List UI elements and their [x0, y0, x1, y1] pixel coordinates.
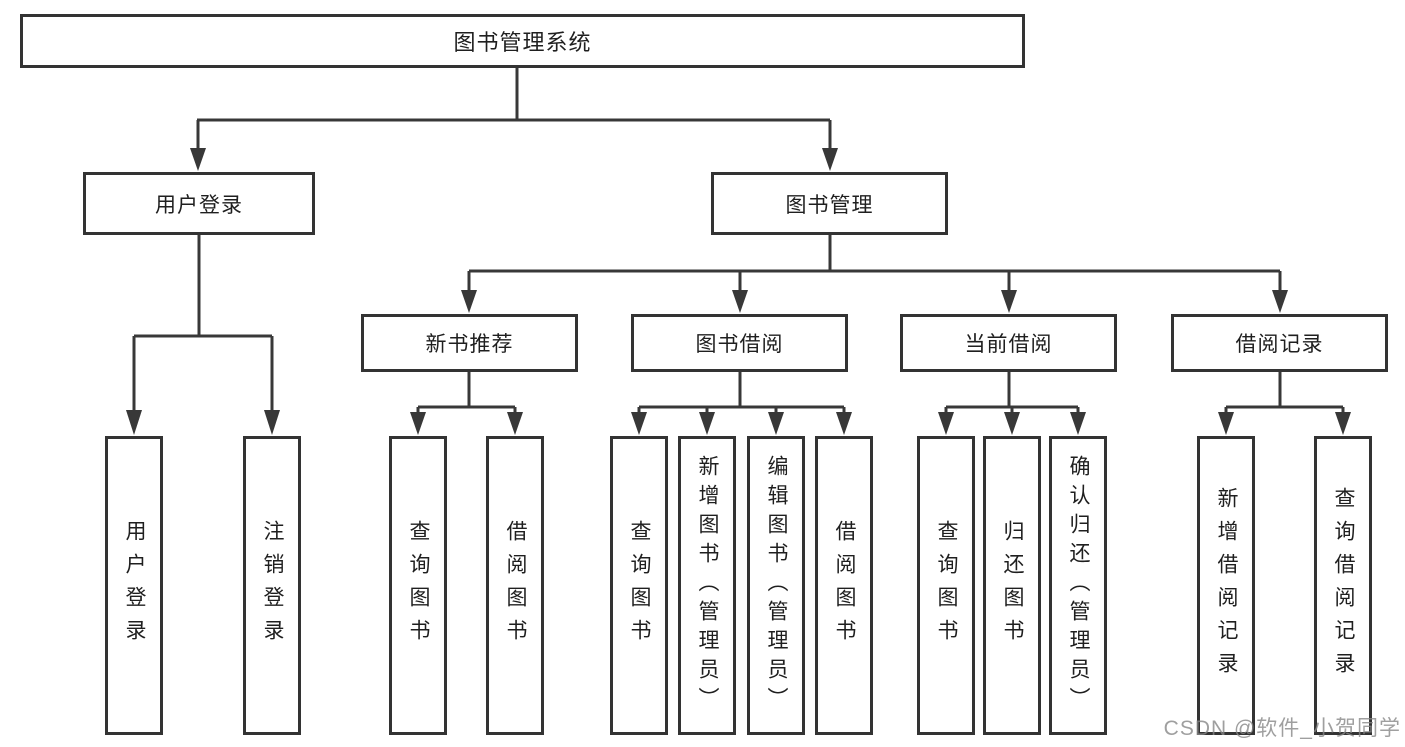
leaf-query-books-current: 查询图书	[917, 436, 975, 735]
leaf-query-books-recommend: 查询图书	[389, 436, 447, 735]
leaf-edit-book-admin: 编辑图书（管理员）	[747, 436, 805, 735]
node-library-system: 图书管理系统	[20, 14, 1025, 68]
node-borrow-records: 借阅记录	[1171, 314, 1388, 372]
leaf-query-borrow-record: 查询借阅记录	[1314, 436, 1372, 735]
leaf-edit-book-admin-label: 编辑图书（管理员）	[765, 455, 788, 716]
connector-new-book-to-leaves	[410, 372, 523, 435]
leaf-borrow-books-recommend-label: 借阅图书	[504, 519, 527, 652]
leaf-query-books-borrowing: 查询图书	[610, 436, 668, 735]
leaf-return-book: 归还图书	[983, 436, 1041, 735]
node-book-borrowing: 图书借阅	[631, 314, 848, 372]
leaf-add-borrow-record: 新增借阅记录	[1197, 436, 1255, 735]
leaf-confirm-return-admin-label: 确认归还（管理员）	[1067, 455, 1090, 716]
leaf-confirm-return-admin: 确认归还（管理员）	[1049, 436, 1107, 735]
leaf-query-books-recommend-label: 查询图书	[407, 519, 430, 652]
leaf-user-login: 用户登录	[105, 436, 163, 735]
leaf-add-borrow-record-label: 新增借阅记录	[1215, 486, 1238, 685]
leaf-borrow-books-borrowing-label: 借阅图书	[833, 519, 856, 652]
leaf-user-login-label: 用户登录	[123, 519, 146, 652]
node-new-book-recommend: 新书推荐	[361, 314, 578, 372]
leaf-logout: 注销登录	[243, 436, 301, 735]
leaf-add-book-admin: 新增图书（管理员）	[678, 436, 736, 735]
connector-book-management-to-level3	[461, 235, 1288, 313]
leaf-query-books-current-label: 查询图书	[935, 519, 958, 652]
node-user-login: 用户登录	[83, 172, 315, 235]
leaf-query-books-borrowing-label: 查询图书	[628, 519, 651, 652]
leaf-borrow-books-recommend: 借阅图书	[486, 436, 544, 735]
leaf-logout-label: 注销登录	[261, 519, 284, 652]
leaf-return-book-label: 归还图书	[1001, 519, 1024, 652]
connector-current-borrowing-to-leaves	[938, 372, 1086, 435]
connector-borrow-records-to-leaves	[1218, 372, 1351, 435]
connector-root-to-level2	[190, 68, 838, 171]
connector-user-login-to-leaves	[126, 235, 280, 435]
leaf-query-borrow-record-label: 查询借阅记录	[1332, 486, 1355, 685]
leaf-add-book-admin-label: 新增图书（管理员）	[696, 455, 719, 716]
csdn-watermark: CSDN @软件_小贺同学	[1163, 717, 1401, 740]
node-current-borrowing: 当前借阅	[900, 314, 1117, 372]
leaf-borrow-books-borrowing: 借阅图书	[815, 436, 873, 735]
connector-book-borrowing-to-leaves	[631, 372, 852, 435]
node-book-management: 图书管理	[711, 172, 948, 235]
